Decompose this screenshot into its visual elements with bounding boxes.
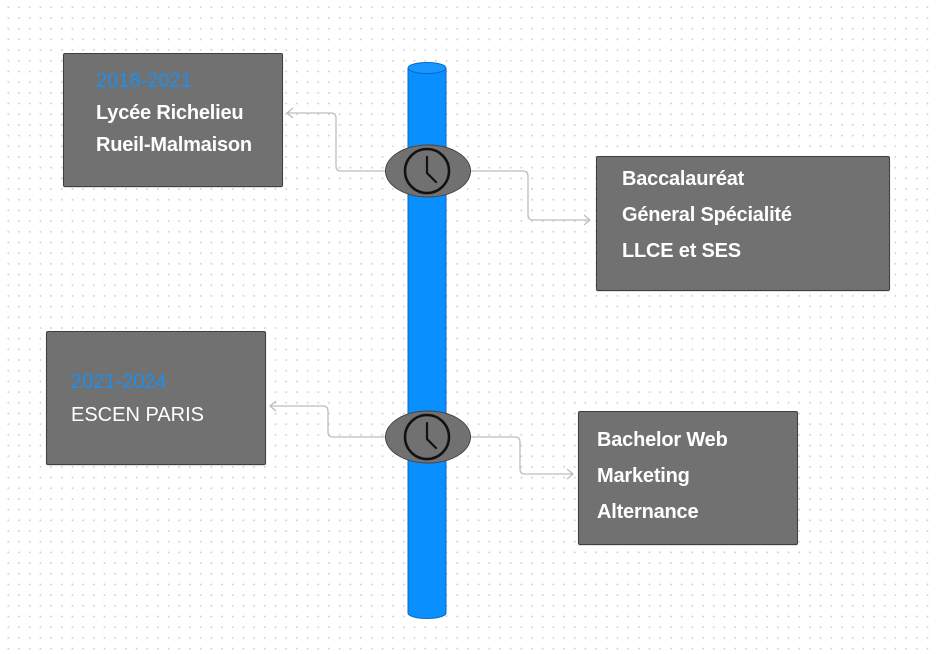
diploma-card-1: Baccalauréat Géneral Spécialité LLCE et … xyxy=(596,156,890,291)
school-name: Lycée Richelieu xyxy=(96,102,244,124)
school-city: Rueil-Malmaison xyxy=(96,134,252,156)
period-label: 2018-2021 xyxy=(96,70,192,92)
diploma-line: LLCE et SES xyxy=(622,240,741,262)
connector-2-right xyxy=(470,436,573,475)
connector-2-left-arrowhead xyxy=(268,400,277,412)
school-card-2: 2021-2024 ESCEN PARIS xyxy=(46,331,266,465)
school-name: ESCEN PARIS xyxy=(71,404,204,426)
clock-icon xyxy=(403,413,451,461)
diploma-line: Géneral Spécialité xyxy=(622,204,792,226)
timeline-node-2[interactable] xyxy=(385,410,471,464)
diploma-line: Bachelor Web xyxy=(597,429,728,451)
connector-1-left xyxy=(287,112,386,172)
connector-1-right-arrowhead xyxy=(583,214,592,226)
diploma-card-2: Bachelor Web Marketing Alternance xyxy=(578,411,798,545)
school-card-1: 2018-2021 Lycée Richelieu Rueil-Malmaiso… xyxy=(63,53,283,187)
diploma-line: Marketing xyxy=(597,465,690,487)
connector-1-right xyxy=(470,170,590,221)
timeline-node-1[interactable] xyxy=(385,144,471,198)
connector-2-left xyxy=(270,405,386,438)
diploma-line: Baccalauréat xyxy=(622,168,745,190)
period-label: 2021-2024 xyxy=(71,371,167,393)
clock-icon xyxy=(403,147,451,195)
connector-1-left-arrowhead xyxy=(285,107,294,119)
diploma-line: Alternance xyxy=(597,501,699,523)
connector-2-right-arrowhead xyxy=(566,468,575,480)
